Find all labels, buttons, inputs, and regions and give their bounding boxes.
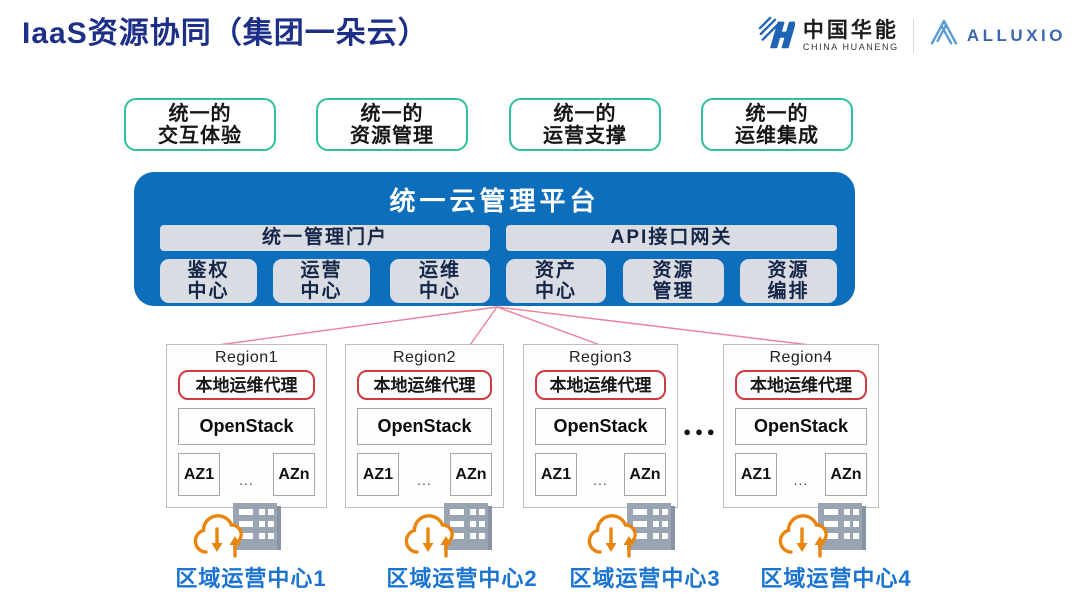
platform-title: 统一云管理平台 xyxy=(389,186,600,216)
region2-box: Region2 本地运维代理 OpenStack AZ1 ... AZn xyxy=(345,344,504,508)
az-last-box: AZn xyxy=(272,453,315,496)
center-line2: 管理 xyxy=(652,281,695,302)
openstack-box: OpenStack xyxy=(178,408,315,445)
center-line2: 编排 xyxy=(767,281,810,302)
cloud-datacenter-icon xyxy=(404,503,492,558)
local-ops-agent-box: 本地运维代理 xyxy=(178,370,315,400)
center-line1: 资源 xyxy=(767,260,810,281)
az-ellipsis: ... xyxy=(593,471,608,488)
center-line2: 中心 xyxy=(418,281,461,302)
center-line1: 资源 xyxy=(652,260,695,281)
china-huaneng-logo: 中国华能 CHINA HUANENG xyxy=(757,14,899,57)
openstack-box: OpenStack xyxy=(535,408,666,445)
ops-center-group-2: 区域运营中心2 xyxy=(372,502,552,593)
cloud-platform-box: 统一云管理平台 统一管理门户 API接口网关 鉴权 中心 运营 中心 运维 中心… xyxy=(134,172,855,306)
capability-line2: 运维集成 xyxy=(735,125,819,147)
capability-line1: 统一的 xyxy=(168,103,232,125)
region-title: Region2 xyxy=(392,349,457,366)
az-last-box: AZn xyxy=(623,453,666,496)
az-ellipsis: ... xyxy=(417,471,432,488)
regional-ops-center-label: 区域运营中心4 xyxy=(760,566,912,591)
capability-line1: 统一的 xyxy=(745,103,809,125)
huaneng-name-en: CHINA HUANENG xyxy=(802,41,899,52)
ops-center-group-1: 区域运营中心1 xyxy=(161,502,341,593)
az-first-box: AZ1 xyxy=(735,453,777,496)
az-first-box: AZ1 xyxy=(178,453,220,496)
region-title: Region3 xyxy=(568,349,633,366)
auth-center-box: 鉴权 中心 xyxy=(160,259,257,303)
regional-ops-center-label: 区域运营中心3 xyxy=(569,566,721,591)
region-title: Region1 xyxy=(214,349,279,366)
huaneng-wordmark: 中国华能 CHINA HUANENG xyxy=(803,19,899,53)
center-line2: 中心 xyxy=(187,281,230,302)
center-line1: 运营 xyxy=(300,260,343,281)
alluxio-logo: ALLUXIO xyxy=(928,17,1066,54)
operation-center-box: 运营 中心 xyxy=(273,259,370,303)
capability-line1: 统一的 xyxy=(360,103,424,125)
capability-box-resource: 统一的 资源管理 xyxy=(316,98,468,151)
cloud-datacenter-icon xyxy=(778,503,866,558)
region-title: Region4 xyxy=(769,349,833,366)
resource-management-box: 资源 管理 xyxy=(623,259,724,303)
maintenance-center-box: 运维 中心 xyxy=(390,259,490,303)
logo-divider xyxy=(912,18,914,53)
huaneng-name-cn: 中国华能 xyxy=(802,18,899,42)
az-row: AZ1 ... AZn xyxy=(535,453,666,496)
az-ellipsis: ... xyxy=(793,471,809,488)
capability-line2: 资源管理 xyxy=(350,125,434,147)
openstack-box: OpenStack xyxy=(357,408,492,445)
page-title: IaaS资源协同（集团一朵云） xyxy=(22,17,429,50)
logo-group: 中国华能 CHINA HUANENG ALLUXIO xyxy=(757,14,1066,57)
capability-box-maintenance: 统一的 运维集成 xyxy=(701,98,853,151)
ops-center-group-3: 区域运营中心3 xyxy=(555,502,735,593)
ops-center-group-4: 区域运营中心4 xyxy=(746,502,926,593)
center-line2: 中心 xyxy=(534,281,577,302)
local-ops-agent-box: 本地运维代理 xyxy=(357,370,492,400)
center-line1: 鉴权 xyxy=(187,260,230,281)
az-row: AZ1 ... AZn xyxy=(357,453,492,496)
az-row: AZ1 ... AZn xyxy=(178,453,315,496)
capability-box-operation: 统一的 运营支撑 xyxy=(509,98,661,151)
resource-orchestration-box: 资源 编排 xyxy=(740,259,837,303)
center-line2: 中心 xyxy=(300,281,343,302)
region3-box: Region3 本地运维代理 OpenStack AZ1 ... AZn xyxy=(523,344,678,508)
center-line1: 资产 xyxy=(534,260,577,281)
region1-box: Region1 本地运维代理 OpenStack AZ1 ... AZn xyxy=(166,344,327,508)
cloud-datacenter-icon xyxy=(193,503,281,558)
capability-line2: 运营支撑 xyxy=(543,125,627,147)
az-last-box: AZn xyxy=(824,453,867,496)
az-first-box: AZ1 xyxy=(357,453,399,496)
az-row: AZ1 ... AZn xyxy=(735,453,867,496)
az-first-box: AZ1 xyxy=(535,453,577,496)
asset-center-box: 资产 中心 xyxy=(506,259,606,303)
capability-line2: 交互体验 xyxy=(158,125,242,147)
alluxio-wordmark: ALLUXIO xyxy=(966,25,1066,45)
capability-line1: 统一的 xyxy=(553,103,617,125)
regional-ops-center-label: 区域运营中心2 xyxy=(386,566,538,591)
az-last-box: AZn xyxy=(449,453,492,496)
capability-box-interaction: 统一的 交互体验 xyxy=(124,98,276,151)
cloud-datacenter-icon xyxy=(587,503,675,558)
alluxio-mark-icon xyxy=(928,17,960,54)
portal-box: 统一管理门户 xyxy=(160,225,490,251)
regional-ops-center-label: 区域运营中心1 xyxy=(175,566,327,591)
local-ops-agent-box: 本地运维代理 xyxy=(535,370,666,400)
inter-region-ellipsis: ●●● xyxy=(683,424,719,439)
az-ellipsis: ... xyxy=(239,471,254,488)
region4-box: Region4 本地运维代理 OpenStack AZ1 ... AZn xyxy=(723,344,879,508)
huaneng-mark-icon xyxy=(757,14,796,57)
center-line1: 运维 xyxy=(418,260,461,281)
openstack-box: OpenStack xyxy=(735,408,867,445)
local-ops-agent-box: 本地运维代理 xyxy=(735,370,867,400)
api-gateway-box: API接口网关 xyxy=(506,225,837,251)
